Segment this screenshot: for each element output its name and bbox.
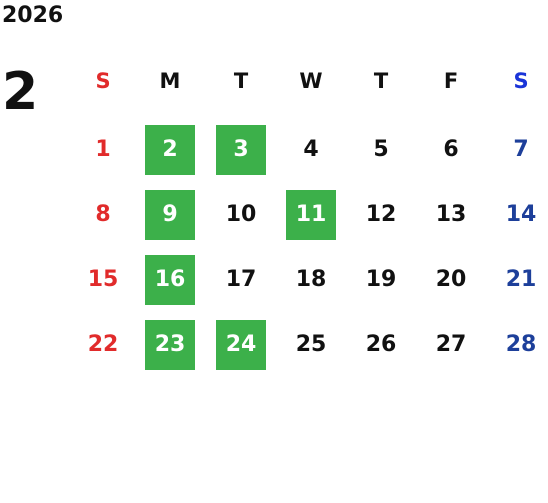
- weekday-header: M: [159, 68, 181, 93]
- day-cell[interactable]: 10: [225, 202, 257, 227]
- day-cell[interactable]: 17: [225, 267, 257, 292]
- day-cell[interactable]: 21: [505, 267, 537, 292]
- day-cell[interactable]: 13: [435, 202, 467, 227]
- day-cell[interactable]: 25: [295, 332, 327, 357]
- weekday-header: S: [95, 68, 111, 93]
- day-cell[interactable]: 9: [145, 190, 195, 240]
- day-cell[interactable]: 24: [216, 320, 266, 370]
- weekday-header: F: [443, 68, 459, 93]
- month-number: 2: [2, 62, 39, 122]
- weekday-header: T: [233, 68, 249, 93]
- day-cell[interactable]: 12: [365, 202, 397, 227]
- day-cell[interactable]: 27: [435, 332, 467, 357]
- day-cell[interactable]: 18: [295, 267, 327, 292]
- day-cell[interactable]: 8: [95, 202, 111, 227]
- day-cell[interactable]: 11: [286, 190, 336, 240]
- day-cell[interactable]: 19: [365, 267, 397, 292]
- day-cell[interactable]: 22: [87, 332, 119, 357]
- year-label: 2026: [2, 3, 64, 28]
- day-cell[interactable]: 15: [87, 267, 119, 292]
- weekday-header: T: [373, 68, 389, 93]
- day-cell[interactable]: 14: [505, 202, 537, 227]
- day-cell[interactable]: 20: [435, 267, 467, 292]
- day-cell[interactable]: 23: [145, 320, 195, 370]
- day-cell[interactable]: 3: [216, 125, 266, 175]
- day-cell[interactable]: 4: [303, 137, 319, 162]
- day-cell[interactable]: 2: [145, 125, 195, 175]
- weekday-header: S: [513, 68, 529, 93]
- day-cell[interactable]: 1: [95, 137, 111, 162]
- day-cell[interactable]: 6: [443, 137, 459, 162]
- day-cell[interactable]: 16: [145, 255, 195, 305]
- weekday-header: W: [299, 68, 323, 93]
- day-cell[interactable]: 28: [505, 332, 537, 357]
- day-cell[interactable]: 5: [373, 137, 389, 162]
- day-cell[interactable]: 26: [365, 332, 397, 357]
- day-cell[interactable]: 7: [513, 137, 529, 162]
